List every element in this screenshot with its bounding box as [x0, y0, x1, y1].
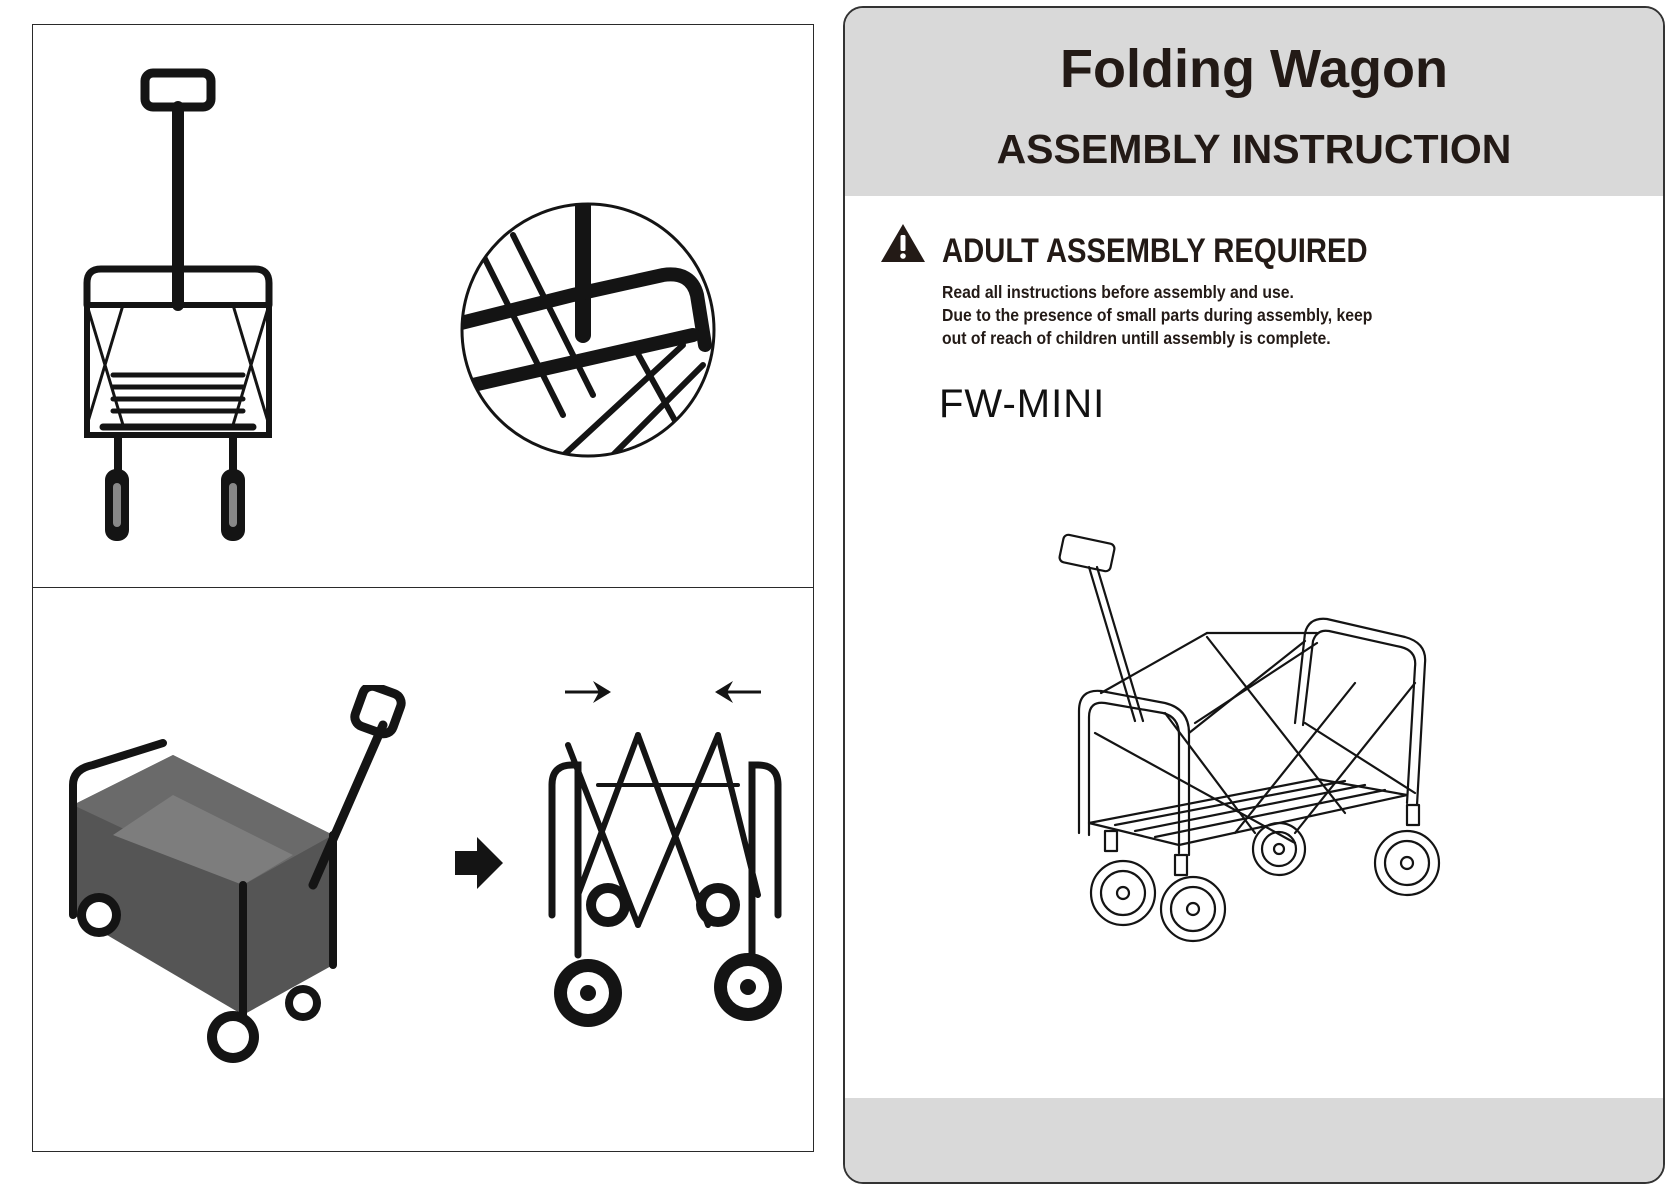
arrow-left-icon: [715, 681, 761, 703]
wagon-with-cover-photo: [69, 685, 406, 1063]
panel-divider: [33, 587, 813, 588]
warning-triangle-icon: [881, 224, 925, 262]
document-title: Folding Wagon: [1060, 39, 1448, 99]
wagon-frame-line-drawing: [1058, 533, 1441, 943]
card-header-band: Folding Wagon ASSEMBLY INSTRUCTION: [845, 8, 1663, 196]
warning-heading: ADULT ASSEMBLY REQUIRED: [942, 232, 1368, 270]
frame-joint-detail-photo: [460, 202, 716, 458]
model-number: FW-MINI: [939, 382, 1106, 426]
warning-text: Read all instructions before assembly an…: [942, 281, 1372, 350]
warning-line: Due to the presence of small parts durin…: [942, 305, 1373, 325]
warning-line: out of reach of children untill assembly…: [942, 328, 1331, 348]
arrow-right-icon: [565, 681, 611, 703]
instruction-card: Folding Wagon ASSEMBLY INSTRUCTION ADULT…: [843, 6, 1665, 1184]
document-subtitle: ASSEMBLY INSTRUCTION: [996, 126, 1512, 172]
folded-wagon-frame-photo: [548, 732, 782, 1027]
warning-line: Read all instructions before assembly an…: [942, 282, 1294, 302]
block-arrow-right-icon: [455, 837, 503, 889]
photo-panels: [32, 24, 814, 1152]
wagon-frame-front-photo: [83, 68, 273, 541]
card-footer-band: [845, 1098, 1663, 1182]
